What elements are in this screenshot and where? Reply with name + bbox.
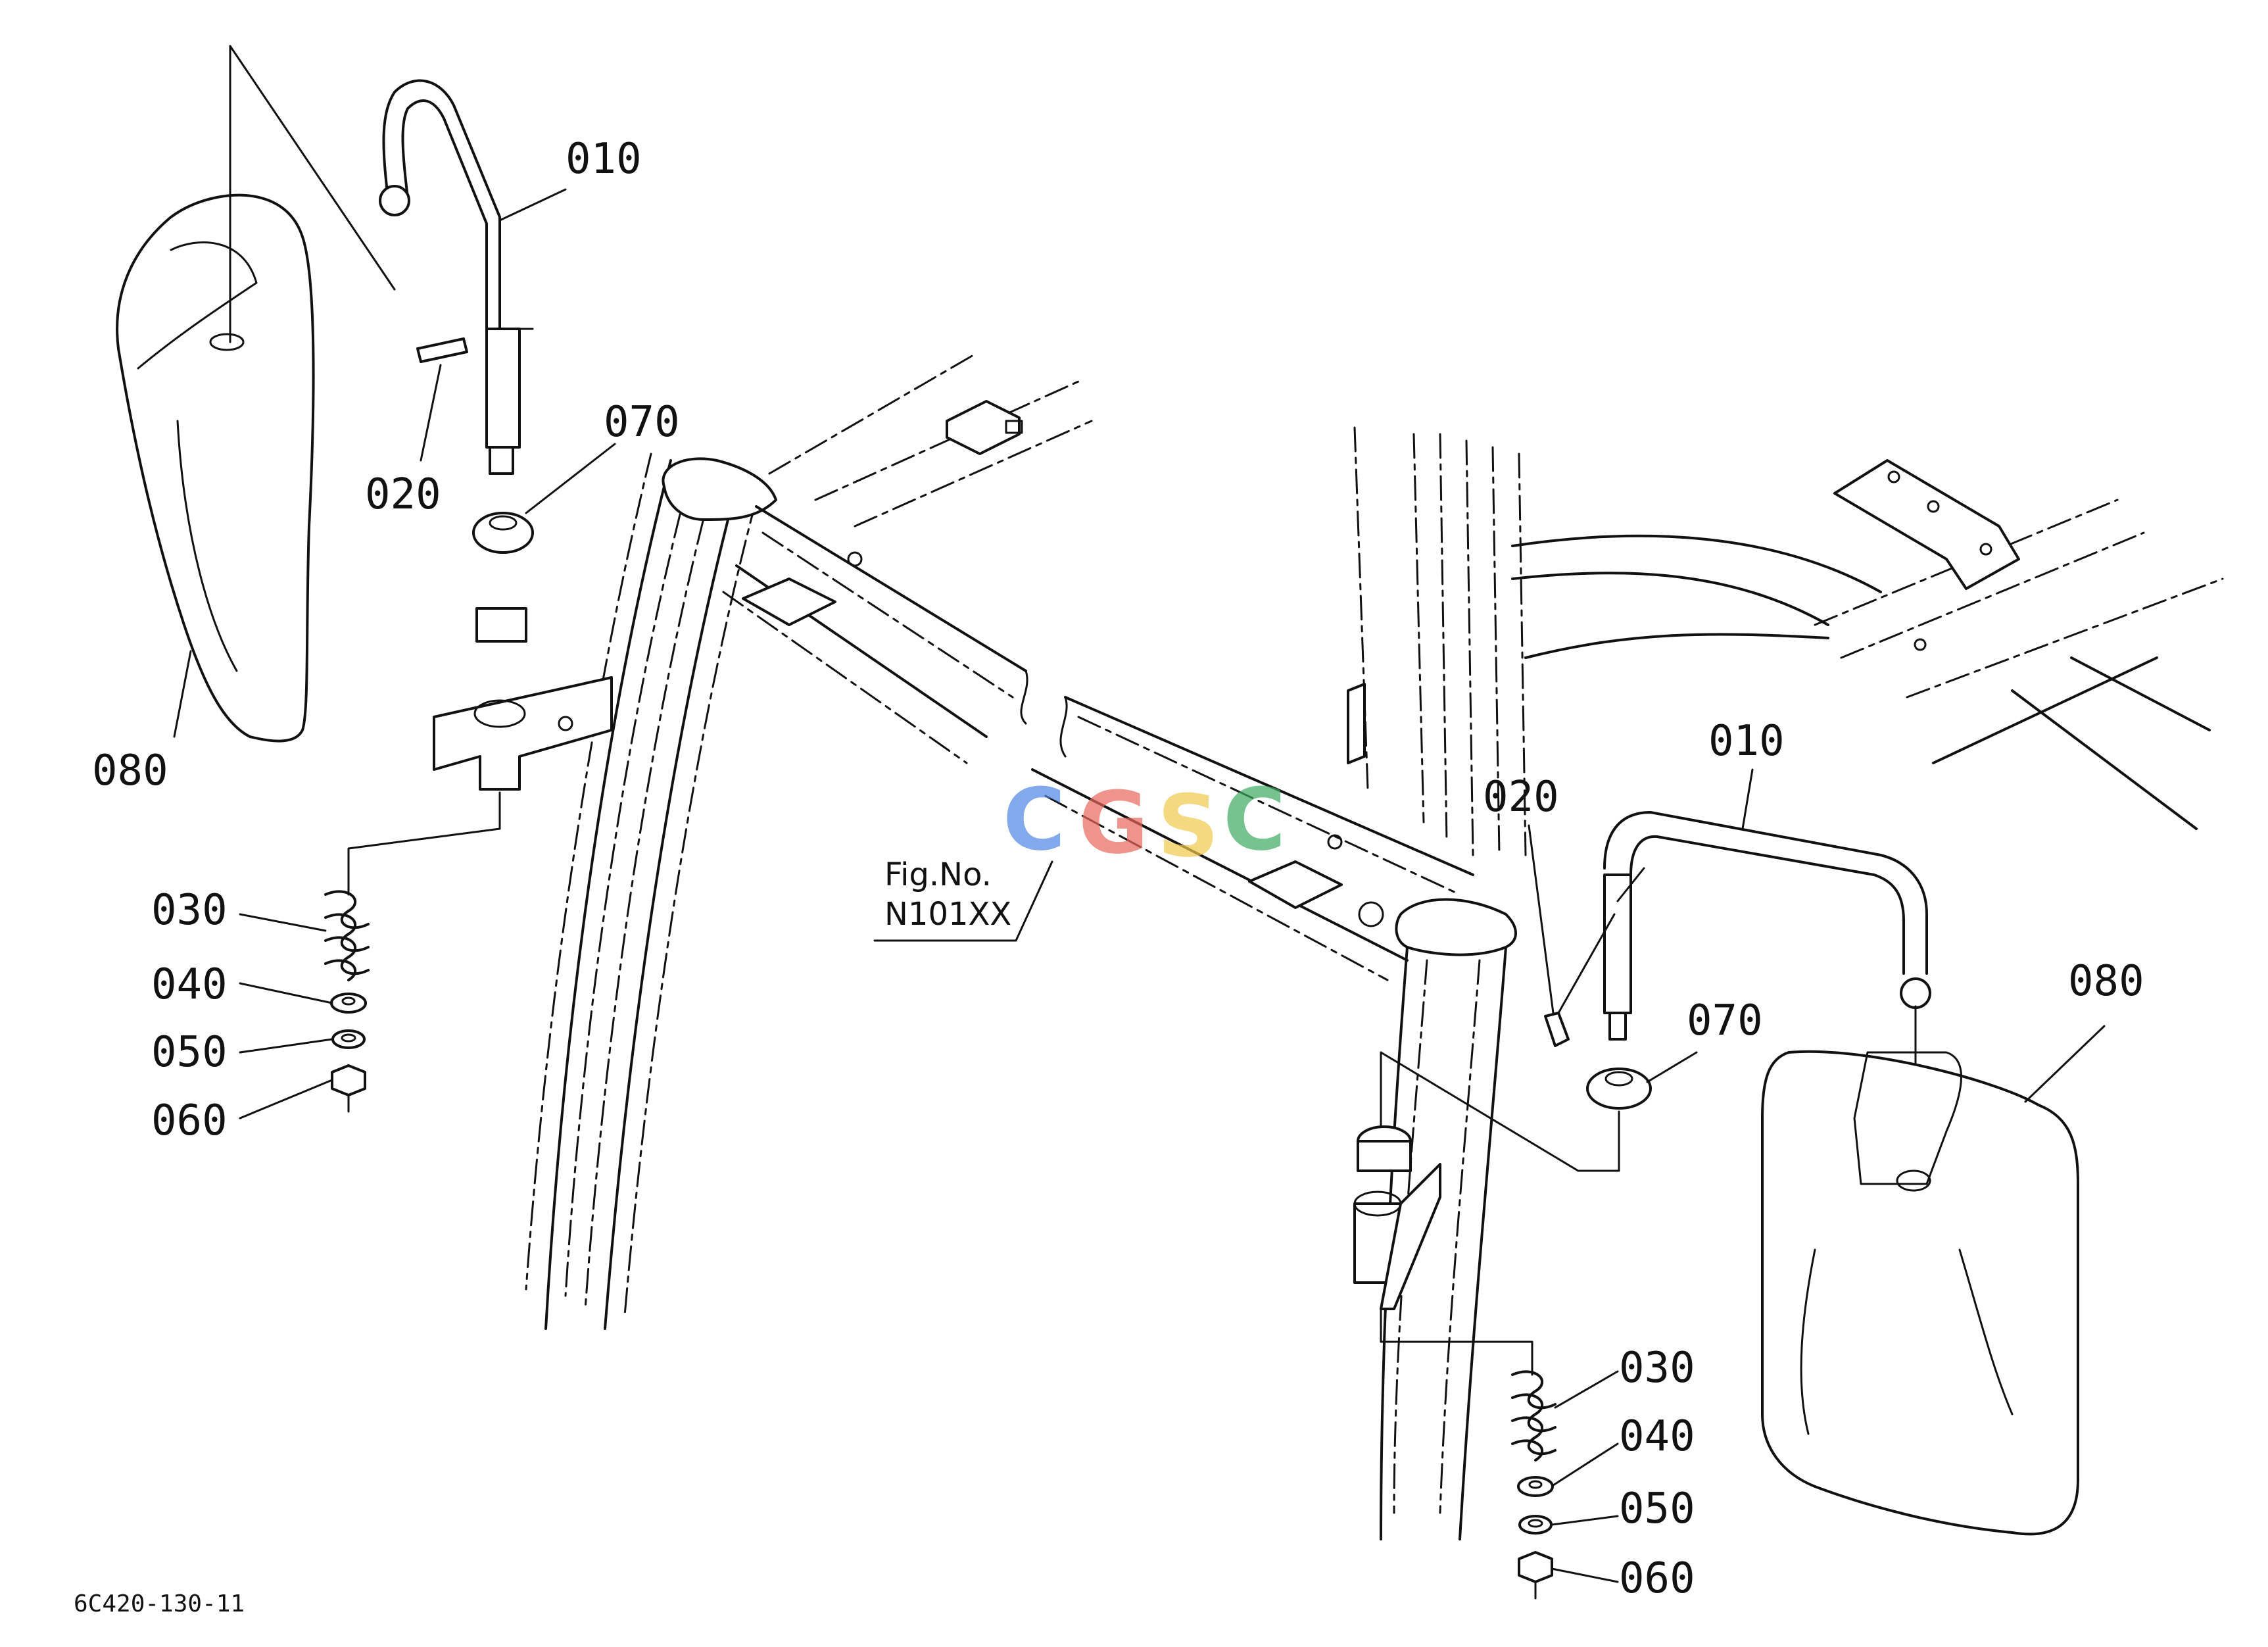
left-spring-030 (324, 890, 370, 981)
right-washer-070 (1380, 1051, 1652, 1172)
left-cab-pillar (525, 453, 777, 1330)
watermark-letter-g: G (1078, 773, 1151, 873)
left-bracket (347, 676, 613, 896)
right-nut-060 (1518, 1551, 1553, 1600)
top-cross-beam (722, 354, 1474, 981)
callout-right-050: 050 (1619, 1485, 1695, 1533)
figure-reference-line1: Fig.No. (884, 856, 992, 893)
watermark-letter-c2: C (1223, 770, 1289, 870)
right-washer-040 (1517, 1476, 1554, 1497)
callout-right-030: 030 (1619, 1344, 1695, 1392)
callout-left-020: 020 (365, 470, 441, 519)
callout-right-040: 040 (1619, 1412, 1695, 1461)
right-roof-frame (1511, 459, 2224, 830)
callout-right-060: 060 (1619, 1554, 1695, 1603)
figure-reference-line2: N101XX (884, 896, 1012, 933)
right-cab-pillar (1347, 426, 1527, 1540)
callout-right-070: 070 (1687, 996, 1763, 1045)
left-mirror-stay-010 (229, 45, 534, 475)
callout-left-050: 050 (151, 1028, 228, 1077)
callout-left-030: 030 (151, 886, 228, 935)
left-lockwasher-050 (331, 1029, 366, 1049)
callout-right-010: 010 (1708, 717, 1785, 766)
callout-left-060: 060 (151, 1096, 228, 1145)
left-pin-020 (416, 337, 468, 363)
figure-reference: Fig.No. N101XX (884, 855, 1011, 934)
callout-left-040: 040 (151, 960, 228, 1009)
left-nut-060 (331, 1064, 366, 1113)
right-pin-020 (1544, 913, 1616, 1047)
drawing-code: 6C420-130-11 (74, 1590, 245, 1617)
callout-left-070: 070 (604, 398, 680, 447)
left-washer-040 (330, 993, 367, 1014)
left-washer-070 (472, 512, 534, 643)
right-spring-030 (1511, 1370, 1556, 1462)
left-mirror-080 (116, 193, 315, 743)
watermark-letter-s: S (1157, 776, 1222, 876)
right-lockwasher-050 (1518, 1515, 1553, 1535)
leader-lines (173, 188, 2106, 1583)
watermark-letter-c1: C (1003, 770, 1069, 870)
right-mirror-stay-010 (1603, 811, 1931, 1185)
callout-right-020: 020 (1483, 773, 1559, 822)
callout-left-080: 080 (92, 747, 168, 795)
right-mirror-080 (1761, 1050, 2079, 1536)
callout-left-010: 010 (566, 135, 642, 184)
callout-right-080: 080 (2068, 957, 2144, 1006)
right-bracket (1353, 1125, 1533, 1376)
